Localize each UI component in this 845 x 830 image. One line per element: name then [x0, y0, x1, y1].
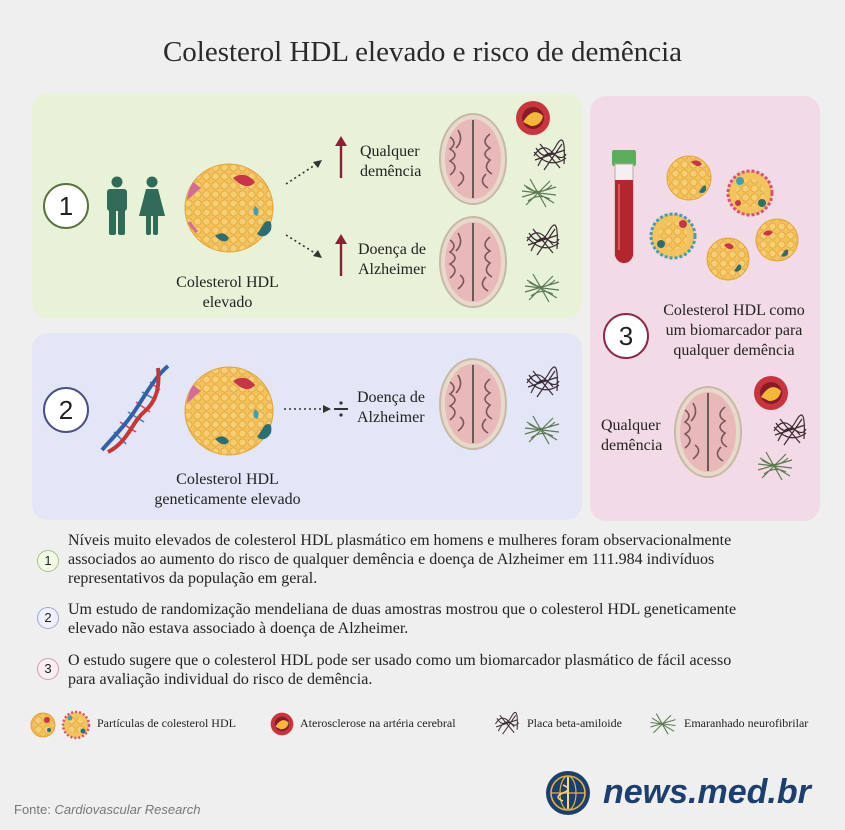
panel3-number-badge: 3	[603, 313, 649, 359]
finding-1: Níveis muito elevados de colesterol HDL …	[68, 531, 828, 588]
finding-1-line: associados ao aumento do risco de qualqu…	[68, 551, 715, 568]
source-prefix: Fonte:	[14, 802, 55, 817]
legend-tangle: Emaranhado neurofibrilar	[684, 716, 809, 730]
plaque-icon	[773, 414, 807, 446]
panel2-particle-label: Colesterol HDL	[176, 471, 279, 488]
legend-plaque: Placa beta-amiloide	[527, 716, 622, 730]
panel2-outcome-label: Doença de	[357, 389, 425, 406]
dotted-arrow-down-icon	[285, 234, 322, 258]
brain-icon	[439, 216, 507, 308]
legend-hdl: Partículas de colesterol HDL	[97, 716, 236, 730]
hdl-particle-icon	[184, 163, 274, 253]
dna-icon	[100, 364, 170, 454]
woman-icon	[139, 176, 165, 235]
panel2-number-badge: 2	[43, 387, 89, 433]
tangle-icon	[650, 713, 676, 735]
panel3-text-3: qualquer demência	[673, 342, 795, 359]
brand-wordmark[interactable]: news.med.br	[603, 773, 811, 811]
panel1-outcome2-label: Doença de	[358, 241, 426, 258]
finding-3-line: O estudo sugere que o colesterol HDL pod…	[68, 652, 732, 669]
panel2-particle-label-2: geneticamente elevado	[154, 491, 301, 508]
tangle-icon	[524, 273, 560, 303]
plaque-icon	[526, 366, 560, 398]
finding-3-badge: 3	[37, 658, 59, 680]
hdl-particle-icon	[706, 237, 750, 281]
tangle-icon	[757, 451, 793, 481]
dotted-arrow-up-icon	[285, 160, 322, 185]
panel1-outcome1-label: Qualquer	[360, 143, 420, 160]
finding-2-line: elevado não estava associado à doença de…	[68, 620, 409, 637]
artery-icon	[754, 376, 788, 410]
increase-arrow-icon	[335, 234, 347, 276]
hdl-particle-icon	[61, 710, 91, 740]
tangle-icon	[524, 415, 560, 445]
finding-3: O estudo sugere que o colesterol HDL pod…	[68, 651, 828, 689]
plaque-icon	[533, 139, 567, 171]
hdl-particle-icon	[666, 155, 712, 201]
panel1-particle-label: Colesterol HDL	[176, 274, 279, 291]
dotted-arrow-icon	[284, 405, 331, 413]
plaque-icon	[526, 224, 560, 256]
hdl-particle-icon	[649, 212, 697, 260]
panel3-outcome-label-2: demência	[601, 437, 663, 454]
hdl-particle-icon	[755, 218, 799, 262]
hdl-particle-icon	[30, 712, 56, 738]
page-title: Colesterol HDL elevado e risco de demênc…	[162, 36, 683, 68]
panel1-outcome2-label-2: Alzheimer	[358, 261, 426, 278]
finding-1-line: Níveis muito elevados de colesterol HDL …	[68, 532, 732, 549]
panel3-text-2: um biomarcador para	[665, 322, 803, 339]
artery-icon	[270, 712, 294, 736]
panel1-particle-label-2: elevado	[202, 294, 253, 311]
tangle-icon	[521, 178, 557, 208]
source-name: Cardiovascular Research	[54, 802, 201, 817]
panel1-outcome1-label-2: demência	[360, 163, 422, 180]
globe-logo-icon	[546, 771, 590, 815]
source-citation: Fonte: Cardiovascular Research	[14, 802, 200, 817]
finding-2-line: Um estudo de randomização mendeliana de …	[68, 601, 737, 618]
artery-icon	[516, 101, 550, 135]
hdl-particle-icon	[184, 366, 274, 456]
brain-icon	[439, 113, 507, 205]
brain-icon	[674, 386, 742, 478]
panel3-outcome-label: Qualquer	[601, 417, 661, 434]
panel3-text: Colesterol HDL como	[663, 302, 805, 319]
finding-2: Um estudo de randomização mendeliana de …	[68, 600, 828, 638]
finding-3-line: para avaliação individual do risco de de…	[68, 671, 373, 688]
blood-tube-icon	[612, 150, 636, 263]
plaque-icon	[495, 712, 520, 735]
finding-1-badge: 1	[37, 550, 59, 572]
finding-1-line: representativos da população em geral.	[68, 570, 318, 587]
panel1-number-badge: 1	[43, 183, 89, 229]
brain-icon	[439, 358, 507, 450]
man-icon	[107, 176, 127, 235]
legend-athero: Aterosclerose na artéria cerebral	[300, 716, 456, 730]
hdl-particle-icon	[726, 169, 774, 217]
increase-arrow-icon	[335, 136, 347, 178]
no-association-icon	[334, 401, 348, 417]
finding-2-badge: 2	[37, 607, 59, 629]
panel2-outcome-label-2: Alzheimer	[357, 409, 425, 426]
